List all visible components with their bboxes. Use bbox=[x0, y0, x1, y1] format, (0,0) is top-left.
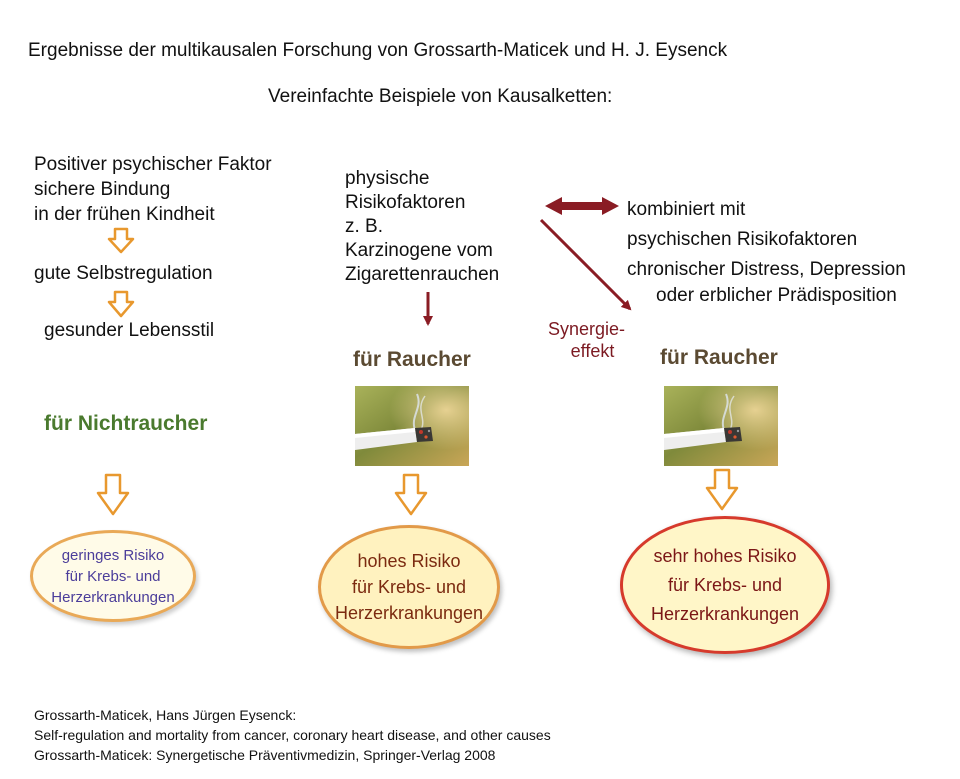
text-line: Zigarettenrauchen bbox=[345, 264, 500, 285]
page-title: Ergebnisse der multikausalen Forschung v… bbox=[28, 40, 728, 61]
reference-line: Grossarth-Maticek, Hans Jürgen Eysenck: bbox=[34, 707, 297, 723]
hollow-down-arrow-icon bbox=[394, 473, 428, 516]
healthy-lifestyle-text: gesunder Lebensstil bbox=[44, 320, 215, 341]
synergy-line: effekt bbox=[570, 341, 615, 361]
cigarette-image bbox=[664, 386, 778, 466]
non-smoker-label: für Nichtraucher bbox=[44, 412, 208, 435]
low-risk-ellipse: geringes Risiko für Krebs- und Herzerkra… bbox=[30, 530, 196, 622]
reference-line: Grossarth-Maticek: Synergetische Prävent… bbox=[34, 747, 496, 763]
cigarette-image bbox=[355, 386, 469, 466]
text-line: Risikofaktoren bbox=[345, 192, 466, 213]
very-high-risk-ellipse: sehr hohes Risiko für Krebs- und Herzerk… bbox=[620, 516, 830, 654]
result-line: Herzerkrankungen bbox=[650, 603, 800, 624]
diagonal-arrow-icon bbox=[539, 218, 632, 311]
text-line: psychischen Risikofaktoren bbox=[627, 229, 858, 250]
synergy-effect-label: Synergie- effekt bbox=[548, 318, 625, 362]
page-subtitle: Vereinfachte Beispiele von Kausalketten: bbox=[268, 86, 613, 107]
text-line: Karzinogene vom bbox=[345, 240, 493, 261]
reference-line: Self-regulation and mortality from cance… bbox=[34, 727, 551, 743]
result-line: für Krebs- und bbox=[351, 577, 467, 597]
hollow-down-arrow-icon bbox=[705, 468, 739, 511]
text-line: Positiver psychischer Faktor bbox=[34, 154, 272, 175]
text-line: kombiniert mit bbox=[627, 199, 746, 220]
hollow-down-arrow-icon bbox=[107, 227, 135, 254]
physical-risk-text: physische Risikofaktoren z. B. Karzinoge… bbox=[345, 167, 499, 287]
heredity-text: oder erblicher Prädisposition bbox=[656, 285, 897, 306]
self-regulation-text: gute Selbstregulation bbox=[34, 263, 213, 284]
text-line: z. B. bbox=[345, 216, 384, 237]
high-risk-ellipse: hohes Risiko für Krebs- und Herzerkranku… bbox=[318, 525, 500, 649]
positive-factor-text: Positiver psychischer Faktor sichere Bin… bbox=[34, 152, 272, 227]
synergy-line: Synergie- bbox=[548, 319, 626, 339]
result-line: für Krebs- und bbox=[65, 567, 161, 585]
result-line: Herzerkrankungen bbox=[334, 603, 484, 623]
text-line: physische bbox=[345, 168, 430, 189]
text-line: sichere Bindung bbox=[34, 179, 171, 200]
psychic-risk-text: kombiniert mit psychischen Risikofaktore… bbox=[627, 195, 906, 285]
smoker-label-middle: für Raucher bbox=[353, 348, 471, 371]
result-line: geringes Risiko bbox=[61, 546, 165, 564]
result-line: für Krebs- und bbox=[667, 574, 783, 595]
text-line: in der frühen Kindheit bbox=[34, 204, 215, 225]
result-line: sehr hohes Risiko bbox=[653, 545, 797, 566]
double-arrow-icon bbox=[545, 197, 619, 215]
hollow-down-arrow-icon bbox=[107, 290, 135, 318]
text-line: chronischer Distress, Depression bbox=[627, 259, 906, 280]
smoker-label-right: für Raucher bbox=[660, 346, 778, 369]
references: Grossarth-Maticek, Hans Jürgen Eysenck: … bbox=[34, 705, 551, 765]
hollow-down-arrow-icon bbox=[96, 473, 130, 516]
result-line: Herzerkrankungen bbox=[51, 588, 175, 606]
result-line: hohes Risiko bbox=[357, 551, 461, 571]
